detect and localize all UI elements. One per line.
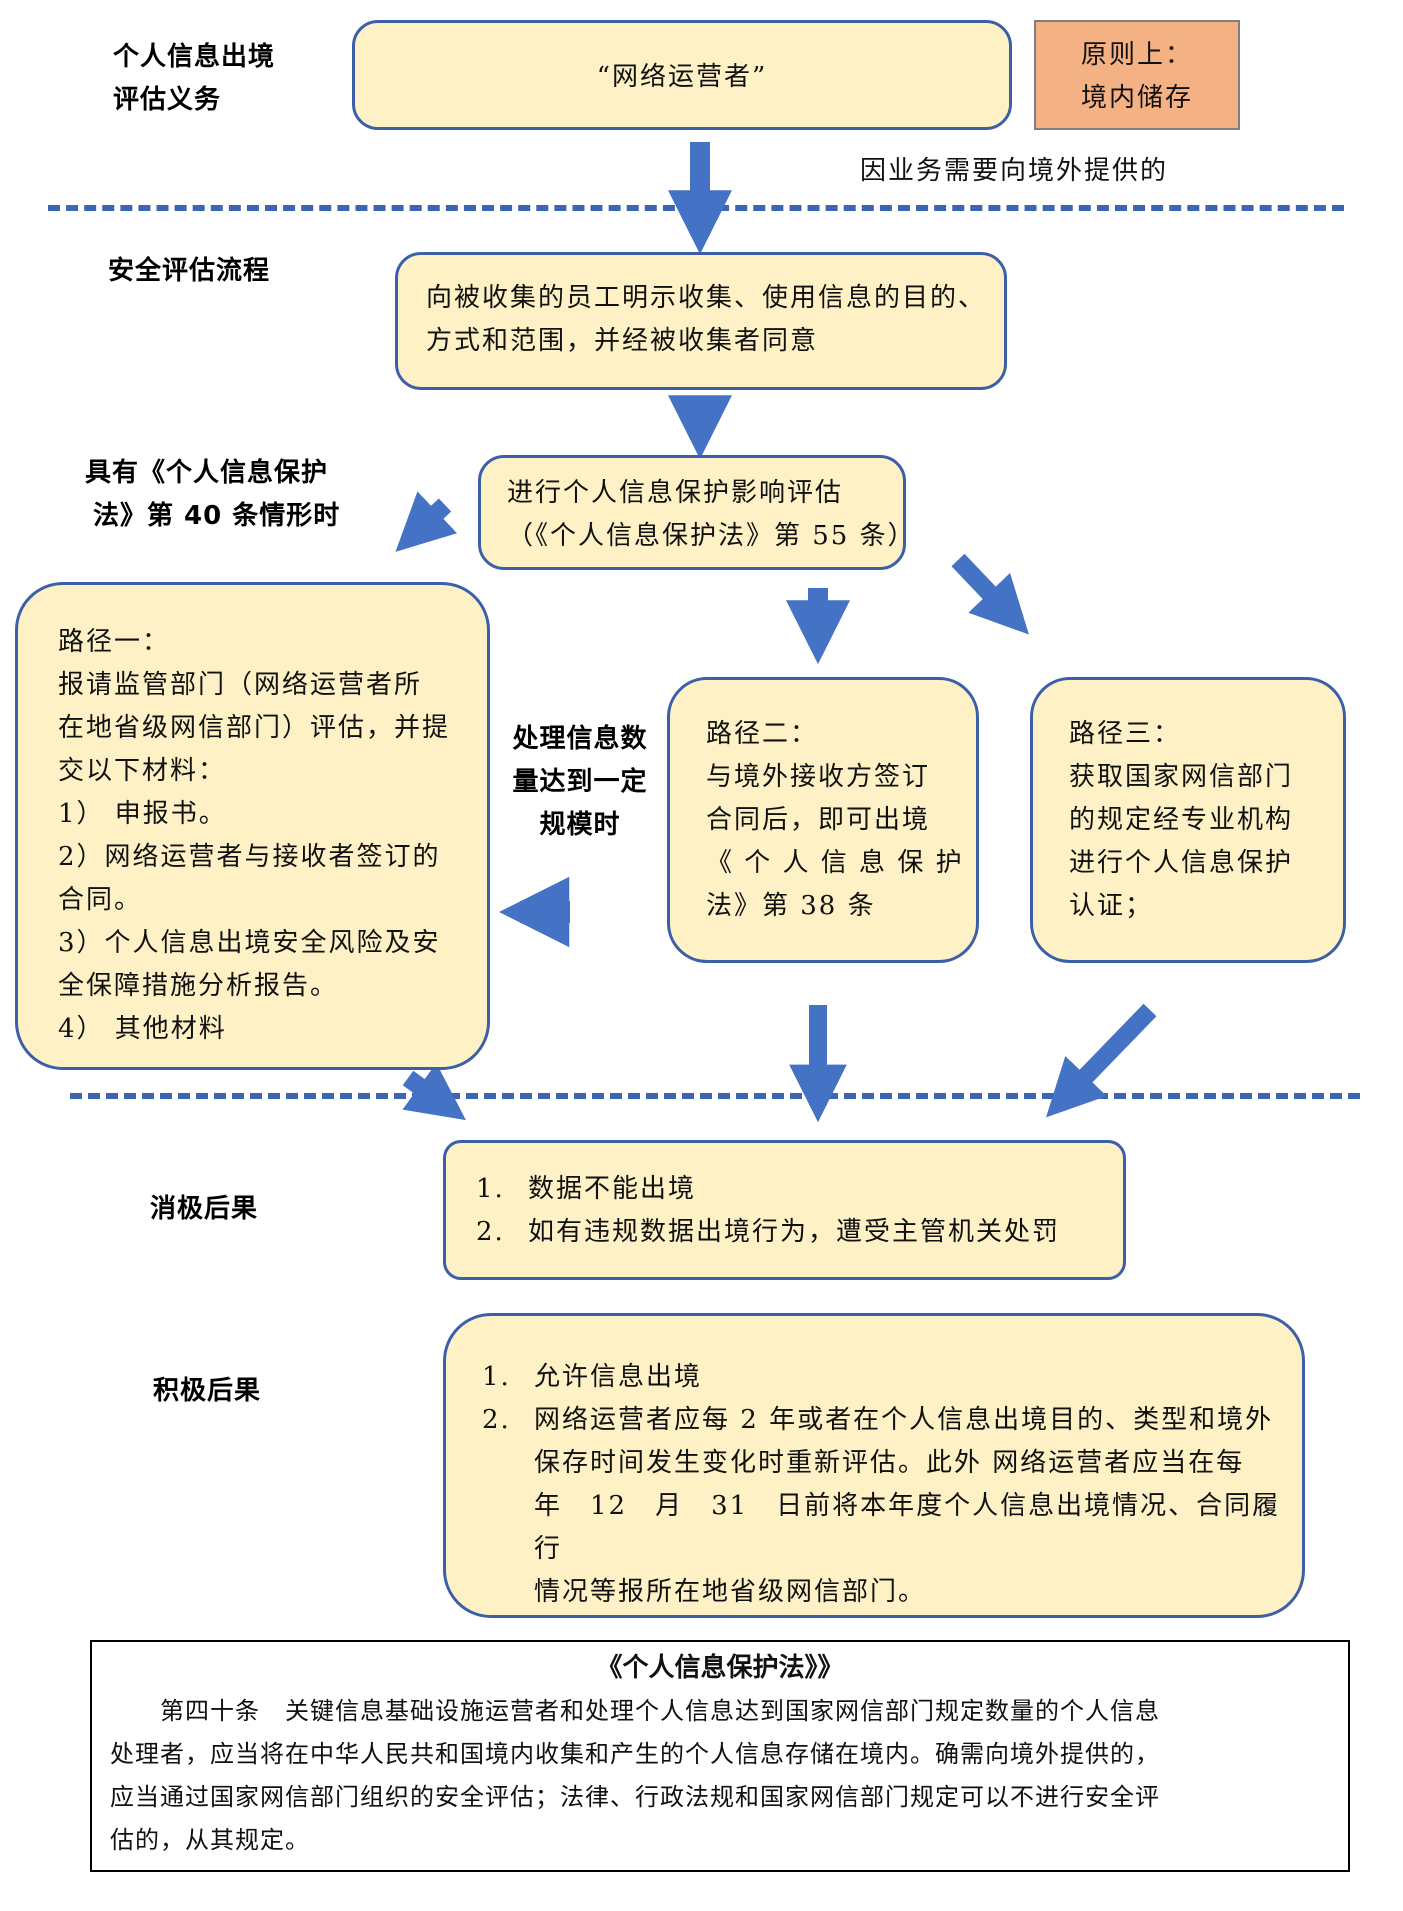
path3-line: 认证； <box>1069 891 1154 921</box>
list-item-text: 数据不能出境 <box>528 1174 697 1204</box>
label-scale-line: 规模时 <box>539 810 621 840</box>
path2-line: 合同后，即可出境 <box>706 805 931 835</box>
path3-line: 的规定经专业机构 <box>1069 805 1294 835</box>
path2-text: 路径二： 与境外接收方签订 合同后，即可出境 《 个 人 信 息 保 护 法》第… <box>706 713 964 928</box>
inform-box: 向被收集的员工明示收集、使用信息的目的、 方式和范围，并经被收集者同意 <box>395 252 1007 390</box>
list-item: 1. 数据不能出境 <box>476 1168 1060 1211</box>
path1-line: 路径一： <box>58 627 171 657</box>
path2-line: 与境外接收方签订 <box>706 762 931 792</box>
list-item-line: 保存时间发生变化时重新评估。此外 网络运营者应当在每 <box>534 1448 1245 1478</box>
path1-text: 路径一： 报请监管部门（网络运营者所 在地省级网信部门）评估，并提 交以下材料：… <box>58 621 450 1051</box>
label-scale-line: 量达到一定 <box>512 767 648 797</box>
law-title: 《个人信息保护法》》 <box>596 1653 844 1683</box>
assessment-line: 进行个人信息保护影响评估 <box>507 478 844 508</box>
negative-box: 1. 数据不能出境 2. 如有违规数据出境行为，遭受主管机关处罚 <box>443 1140 1126 1280</box>
path2-line: 法》第 38 条 <box>706 891 876 921</box>
assessment-line: （《个人信息保护法》第 55 条） <box>507 521 916 551</box>
path3-line: 路径三： <box>1069 719 1182 749</box>
assessment-box: 进行个人信息保护影响评估 （《个人信息保护法》第 55 条） <box>478 455 916 570</box>
path1-line: 4） 其他材料 <box>58 1014 227 1044</box>
path1-box: 路径一： 报请监管部门（网络运营者所 在地省级网信部门）评估，并提 交以下材料：… <box>15 582 490 1070</box>
list-item-line: 网络运营者应每 2 年或者在个人信息出境目的、类型和境外 <box>534 1405 1274 1435</box>
principle-line: 境内储存 <box>1081 83 1194 113</box>
path1-line: 合同。 <box>58 885 143 915</box>
law-line: 应当通过国家网信部门组织的安全评估；法律、行政法规和国家网信部门规定可以不进行安… <box>110 1783 1160 1811</box>
label-positive: 积极后果 <box>153 1376 262 1406</box>
list-item: 2. 如有违规数据出境行为，遭受主管机关处罚 <box>476 1211 1060 1254</box>
label-scale-line: 处理信息数 <box>512 724 648 754</box>
list-item-text: 如有违规数据出境行为，遭受主管机关处罚 <box>528 1217 1061 1247</box>
operator-text: “网络运营者” <box>596 62 768 92</box>
path2-box: 路径二： 与境外接收方签订 合同后，即可出境 《 个 人 信 息 保 护 法》第… <box>667 677 979 963</box>
list-item-line: 情况等报所在地省级网信部门。 <box>534 1577 927 1607</box>
label-obligation: 个人信息出境 评估义务 <box>113 36 275 122</box>
arrow-path1-to-negative <box>402 1062 466 1121</box>
path1-line: 在地省级网信部门）评估，并提 <box>58 713 451 743</box>
path1-line: 报请监管部门（网络运营者所 <box>58 670 423 700</box>
inform-line: 方式和范围，并经被收集者同意 <box>426 326 819 356</box>
principle-box: 原则上： 境内储存 <box>1034 20 1240 130</box>
business-note: 因业务需要向境外提供的 <box>860 156 1169 186</box>
path1-line: 3）个人信息出境安全风险及安 <box>58 928 441 958</box>
arrow-path3-to-negative <box>1045 1003 1157 1118</box>
negative-list: 1. 数据不能出境 2. 如有违规数据出境行为，遭受主管机关处罚 <box>476 1168 1060 1254</box>
path3-text: 路径三： 获取国家网信部门 的规定经专业机构 进行个人信息保护 认证； <box>1069 713 1293 928</box>
path3-line: 获取国家网信部门 <box>1069 762 1294 792</box>
path2-line: 路径二： <box>706 719 819 749</box>
path2-line: 《 个 人 信 息 保 护 <box>706 848 964 878</box>
label-obligation-line: 个人信息出境 <box>113 42 276 72</box>
label-article40: 具有《个人信息保护 法》第 40 条情形时 <box>85 452 340 538</box>
list-item-number: 2. <box>476 1217 505 1247</box>
label-obligation-line: 评估义务 <box>113 85 222 115</box>
label-article40-line: 法》第 40 条情形时 <box>93 501 341 531</box>
list-item-line: 年 12 月 31 日前将本年度个人信息出境情况、合同履行 <box>534 1491 1281 1564</box>
separator-bottom <box>70 1093 1360 1099</box>
path3-line: 进行个人信息保护 <box>1069 848 1294 878</box>
arrow-to-path1 <box>395 491 458 552</box>
list-item: 2. 网络运营者应每 2 年或者在个人信息出境目的、类型和境外 保存时间发生变化… <box>482 1399 1302 1614</box>
law-line: 处理者，应当将在中华人民共和国境内收集和产生的个人信息存储在境内。确需向境外提供… <box>110 1740 1160 1768</box>
law-line: 估的，从其规定。 <box>110 1826 310 1854</box>
path1-line: 1） 申报书。 <box>58 799 227 829</box>
list-item: 1. 允许信息出境 <box>482 1356 1302 1399</box>
list-item-text: 网络运营者应每 2 年或者在个人信息出境目的、类型和境外 保存时间发生变化时重新… <box>534 1399 1302 1614</box>
path1-line: 全保障措施分析报告。 <box>58 971 339 1001</box>
inform-line: 向被收集的员工明示收集、使用信息的目的、 <box>426 283 987 313</box>
operator-box: “网络运营者” <box>352 20 1012 130</box>
positive-list: 1. 允许信息出境 2. 网络运营者应每 2 年或者在个人信息出境目的、类型和境外… <box>482 1356 1302 1614</box>
law-line: 第四十条 关键信息基础设施运营者和处理个人信息达到国家网信部门规定数量的个人信息 <box>110 1697 1160 1725</box>
path1-line: 交以下材料： <box>58 756 227 786</box>
list-item-number: 1. <box>476 1174 505 1204</box>
principle-line: 原则上： <box>1081 40 1194 70</box>
list-item-number: 1. <box>482 1362 511 1392</box>
path3-box: 路径三： 获取国家网信部门 的规定经专业机构 进行个人信息保护 认证； <box>1030 677 1346 963</box>
path1-line: 2）网络运营者与接收者签订的 <box>58 842 441 872</box>
law-box: 《个人信息保护法》》 第四十条 关键信息基础设施运营者和处理个人信息达到国家网信… <box>90 1640 1350 1872</box>
list-item-number: 2. <box>482 1405 511 1435</box>
label-article40-line: 具有《个人信息保护 <box>85 458 329 488</box>
label-process: 安全评估流程 <box>108 256 271 286</box>
law-body: 第四十条 关键信息基础设施运营者和处理个人信息达到国家网信部门规定数量的个人信息… <box>110 1690 1160 1862</box>
label-scale: 处理信息数 量达到一定 规模时 <box>505 718 655 847</box>
label-negative: 消极后果 <box>150 1194 259 1224</box>
arrow-to-path3 <box>951 553 1029 635</box>
list-item-text: 允许信息出境 <box>534 1362 703 1392</box>
positive-box: 1. 允许信息出境 2. 网络运营者应每 2 年或者在个人信息出境目的、类型和境外… <box>443 1313 1305 1618</box>
